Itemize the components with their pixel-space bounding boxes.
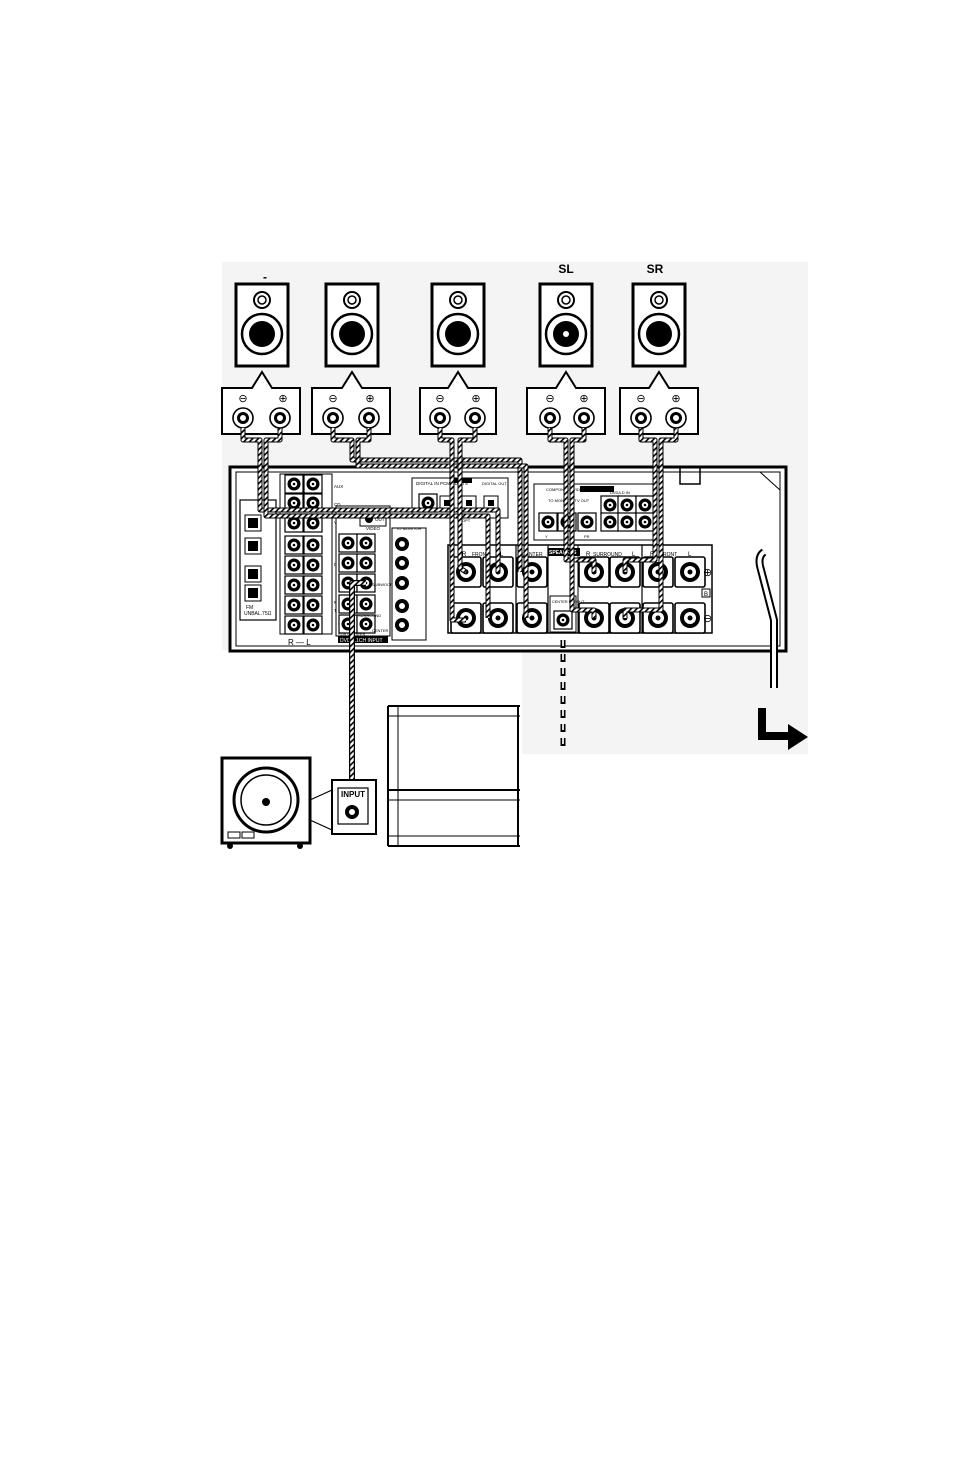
speaker-front-left: - <box>234 270 290 368</box>
to-monitor-label: TO MONITOR <box>396 526 422 531</box>
speaker-label: - <box>263 270 267 284</box>
svg-text:⊕: ⊕ <box>671 393 680 405</box>
rl-label: R — L <box>288 638 311 647</box>
svg-text:⊖: ⊖ <box>703 613 712 625</box>
speaker-label: SR <box>647 262 664 276</box>
terminal-callout-fl: ⊖ ⊕ <box>221 370 301 435</box>
speaker-surround-right: SR <box>631 262 687 368</box>
component-in-label: DVD/LD IN <box>610 490 630 495</box>
svg-text:⊕: ⊕ <box>278 393 287 405</box>
input-label-cd: CD <box>334 502 341 507</box>
component-y-label: Y <box>545 534 548 539</box>
surround-title: SURROUND <box>593 552 622 558</box>
svg-text:⊖: ⊖ <box>238 393 247 405</box>
input-label-aux: AUX <box>334 484 343 489</box>
front-a-title: FRONT <box>472 552 489 558</box>
antenna-unbal-label: UNBAL.75Ω <box>244 611 272 617</box>
speaker-center <box>324 282 380 368</box>
surround-in-label: SURROUND <box>358 613 381 618</box>
to-monitor-out-label: TO MONITOR/TV OUT <box>548 498 590 503</box>
front-b-l: L <box>688 552 692 558</box>
opt-label: OPT <box>462 518 471 523</box>
diagram-lower-white <box>222 650 522 754</box>
svg-text:⊕: ⊕ <box>703 567 712 579</box>
svg-text:⊕: ⊕ <box>471 393 480 405</box>
video-out-label: OUT <box>375 517 385 522</box>
subwoofer-input-label: INPUT <box>341 790 365 799</box>
surround-r: R <box>586 552 591 558</box>
front-b-title: FRONT <box>660 552 677 558</box>
front-a-r: R <box>462 552 467 558</box>
svg-text:⊖: ⊖ <box>545 393 554 405</box>
speaker-label: SL <box>558 262 573 276</box>
power-cord <box>755 548 778 688</box>
terminal-callout-fr: ⊖ ⊕ <box>419 370 497 435</box>
subwoofer: INPUT <box>220 756 377 849</box>
svg-text:⊕: ⊕ <box>365 393 374 405</box>
terminal-callout-sr: ⊖ ⊕ <box>619 370 699 435</box>
svg-text:⊖: ⊖ <box>636 393 645 405</box>
component-video: COMPONENT VIDEO TO MONITOR/TV OUT DVD/LD… <box>533 483 657 541</box>
center-terminal-label: CENTER <box>522 552 543 558</box>
antenna-fm-label: FM <box>246 605 253 611</box>
surround-l: L <box>632 552 636 558</box>
front-a-l: L <box>500 552 504 558</box>
speakers-label: SPEAKERS <box>549 550 577 556</box>
digital-in-label: DIGITAL IN PCM/DD/DTS <box>416 481 468 486</box>
dvd-51-input-label: DVD 5.1CH INPUT <box>340 638 383 644</box>
video-label: VIDEO <box>366 526 381 531</box>
svg-text:⊕: ⊕ <box>579 393 588 405</box>
svg-text:⊖: ⊖ <box>435 393 444 405</box>
speaker-surround-left: SL <box>538 262 594 368</box>
component-pr-label: PR <box>584 534 590 539</box>
b-label: B <box>704 592 708 598</box>
center-in-label: CENTER <box>372 628 389 633</box>
s-video-column: TO MONITOR <box>391 526 427 641</box>
digital-out-label: DIGITAL OUT <box>482 481 507 486</box>
speaker-front-right <box>430 282 486 368</box>
svg-text:⊖: ⊖ <box>328 393 337 405</box>
video-section: VIDEO OUT SUBWOOFER PREOUT SURROUND CENT… <box>335 505 417 644</box>
center-preout-label: CENTER PREOUT <box>552 600 585 604</box>
speaker-cables <box>240 428 679 812</box>
equipment-rack <box>387 705 520 847</box>
continue-arrow-icon <box>758 708 808 750</box>
terminal-callout-c: ⊖ ⊕ <box>311 370 391 435</box>
terminal-callout-sl: ⊖ ⊕ <box>526 370 606 435</box>
av-input-jacks: AUX CD VCR 1 /DVR DVD /LD MD TAPE R — L <box>279 473 360 647</box>
